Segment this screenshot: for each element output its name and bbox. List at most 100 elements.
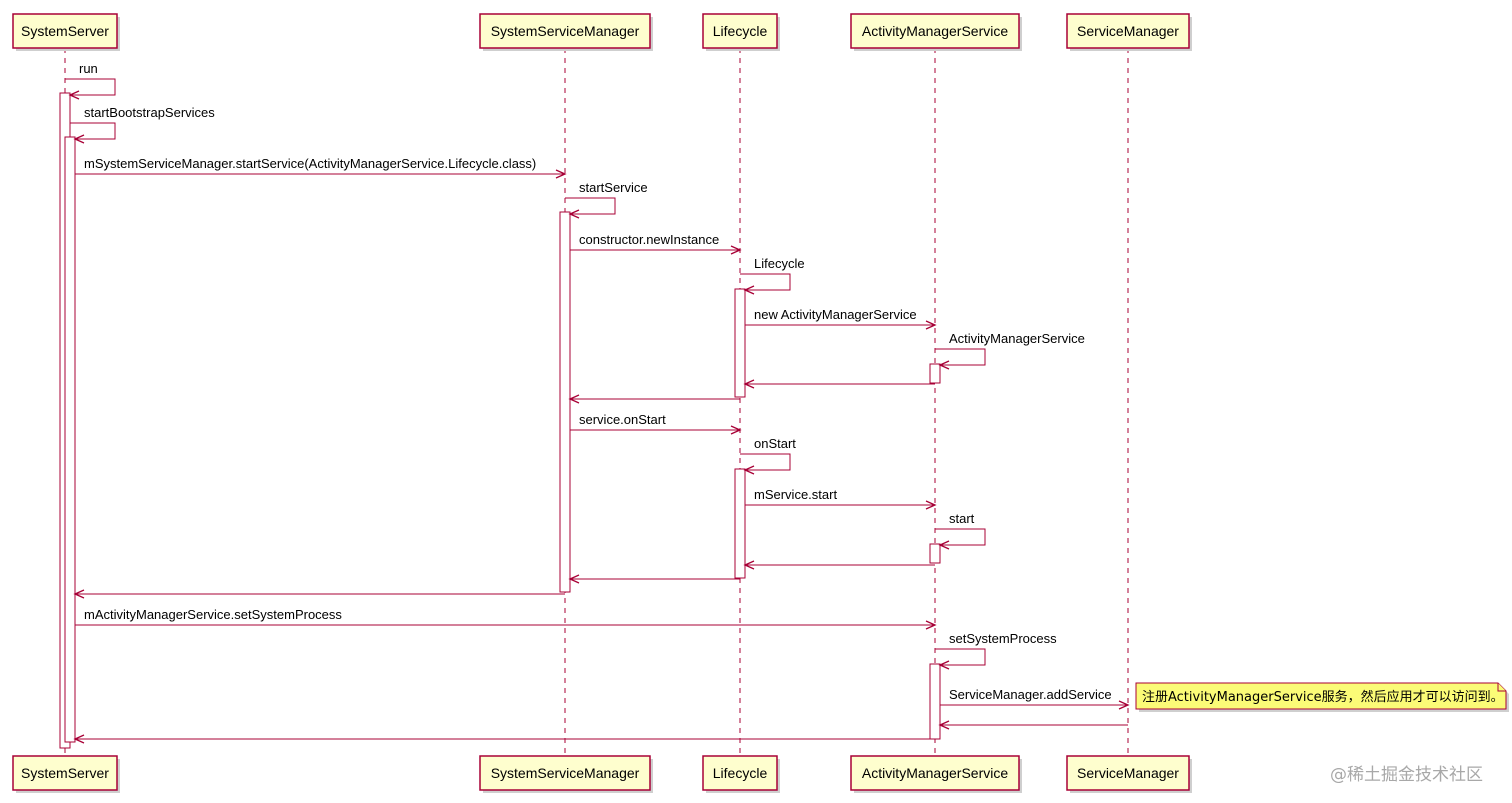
message-16 — [568, 574, 740, 584]
message-12: onStart — [740, 436, 796, 475]
message-14: start — [935, 511, 986, 550]
message-line — [70, 122, 116, 140]
message-label: ServiceManager.addService — [949, 687, 1112, 702]
message-15 — [743, 560, 935, 570]
message-5: constructor.newInstance — [570, 232, 742, 255]
message-label: Lifecycle — [754, 256, 805, 271]
participant-lifecycle-top: Lifecycle — [702, 13, 780, 51]
activation-bar-system-service-manager — [559, 211, 571, 593]
message-6: Lifecycle — [740, 256, 805, 295]
message-label: startBootstrapServices — [84, 105, 215, 120]
message-19: setSystemProcess — [935, 631, 1057, 670]
message-line — [935, 648, 986, 666]
arrowhead — [743, 285, 755, 295]
message-13: mService.start — [745, 487, 937, 510]
activation-bar-lifecycle — [734, 468, 746, 579]
participant-system-server-bottom: SystemServer — [12, 755, 120, 793]
message-label: onStart — [754, 436, 796, 451]
arrowhead — [925, 620, 937, 630]
message-20: ServiceManager.addService — [940, 687, 1130, 710]
participant-label: SystemServiceManager — [491, 765, 640, 781]
note-shape — [1135, 682, 1507, 710]
message-label: run — [79, 61, 98, 76]
arrowhead — [568, 574, 580, 584]
message-label: ActivityManagerService — [949, 331, 1085, 346]
note-text: 注册ActivityManagerService服务，然后应用才可以访问到。 — [1142, 689, 1504, 705]
message-label: startService — [579, 180, 648, 195]
arrowhead — [730, 425, 742, 435]
message-8: ActivityManagerService — [935, 331, 1085, 370]
activation-bar-activity-manager-service — [929, 663, 941, 740]
message-22 — [73, 734, 930, 744]
participant-label: SystemServer — [21, 765, 109, 781]
arrowhead — [73, 734, 85, 744]
arrowhead — [925, 500, 937, 510]
message-2: startBootstrapServices — [70, 105, 215, 144]
message-10 — [568, 394, 740, 404]
message-17 — [73, 589, 565, 599]
arrowhead — [743, 465, 755, 475]
message-line — [65, 78, 116, 96]
message-1: run — [65, 61, 116, 100]
message-line — [935, 528, 986, 546]
message-7: new ActivityManagerService — [745, 307, 937, 330]
participant-label: SystemServer — [21, 23, 109, 39]
note: 注册ActivityManagerService服务，然后应用才可以访问到。 — [1135, 682, 1509, 712]
message-label: new ActivityManagerService — [754, 307, 917, 322]
message-label: mService.start — [754, 487, 837, 502]
participant-system-service-manager-top: SystemServiceManager — [479, 13, 653, 51]
participant-label: ServiceManager — [1077, 23, 1179, 39]
message-11: service.onStart — [570, 412, 742, 435]
message-label: mSystemServiceManager.startService(Activ… — [84, 156, 536, 171]
participant-lifecycle-bottom: Lifecycle — [702, 755, 780, 793]
arrowhead — [938, 540, 950, 550]
participant-label: ServiceManager — [1077, 765, 1179, 781]
message-label: service.onStart — [579, 412, 666, 427]
participant-service-manager-top: ServiceManager — [1066, 13, 1192, 51]
arrowhead — [73, 589, 85, 599]
participant-system-service-manager-bottom: SystemServiceManager — [479, 755, 653, 793]
note-fold — [1497, 683, 1506, 692]
participant-label: SystemServiceManager — [491, 23, 640, 39]
arrowhead — [568, 209, 580, 219]
watermark: @稀土掘金技术社区 — [1330, 765, 1483, 785]
participant-service-manager-bottom: ServiceManager — [1066, 755, 1192, 793]
participant-activity-manager-service-bottom: ActivityManagerService — [850, 755, 1022, 793]
participant-label: ActivityManagerService — [862, 23, 1008, 39]
arrowhead — [73, 134, 85, 144]
arrowhead — [938, 360, 950, 370]
participant-label: Lifecycle — [713, 765, 768, 781]
message-3: mSystemServiceManager.startService(Activ… — [75, 156, 567, 179]
participant-system-server-top: SystemServer — [12, 13, 120, 51]
arrowhead — [68, 90, 80, 100]
message-line — [740, 453, 791, 471]
arrowhead — [1118, 700, 1130, 710]
message-label: mActivityManagerService.setSystemProcess — [84, 607, 342, 622]
arrowhead — [938, 660, 950, 670]
activation-bar-system-server — [64, 136, 76, 743]
arrowhead — [743, 379, 755, 389]
message-line — [935, 348, 986, 366]
activation-bar-activity-manager-service — [929, 363, 941, 384]
message-18: mActivityManagerService.setSystemProcess — [75, 607, 937, 630]
arrowhead — [568, 394, 580, 404]
message-label: constructor.newInstance — [579, 232, 719, 247]
participant-label: Lifecycle — [713, 23, 768, 39]
message-label: setSystemProcess — [949, 631, 1057, 646]
activation-bar-activity-manager-service — [929, 543, 941, 564]
arrowhead — [555, 169, 567, 179]
arrowhead — [925, 320, 937, 330]
message-line — [565, 197, 616, 215]
participant-label: ActivityManagerService — [862, 765, 1008, 781]
arrowhead — [938, 720, 950, 730]
activation-bar-lifecycle — [734, 288, 746, 398]
arrowhead — [743, 560, 755, 570]
message-21 — [938, 720, 1128, 730]
message-label: start — [949, 511, 975, 526]
message-9 — [743, 379, 935, 389]
message-4: startService — [565, 180, 648, 219]
message-line — [740, 273, 791, 291]
arrowhead — [730, 245, 742, 255]
participant-activity-manager-service-top: ActivityManagerService — [850, 13, 1022, 51]
